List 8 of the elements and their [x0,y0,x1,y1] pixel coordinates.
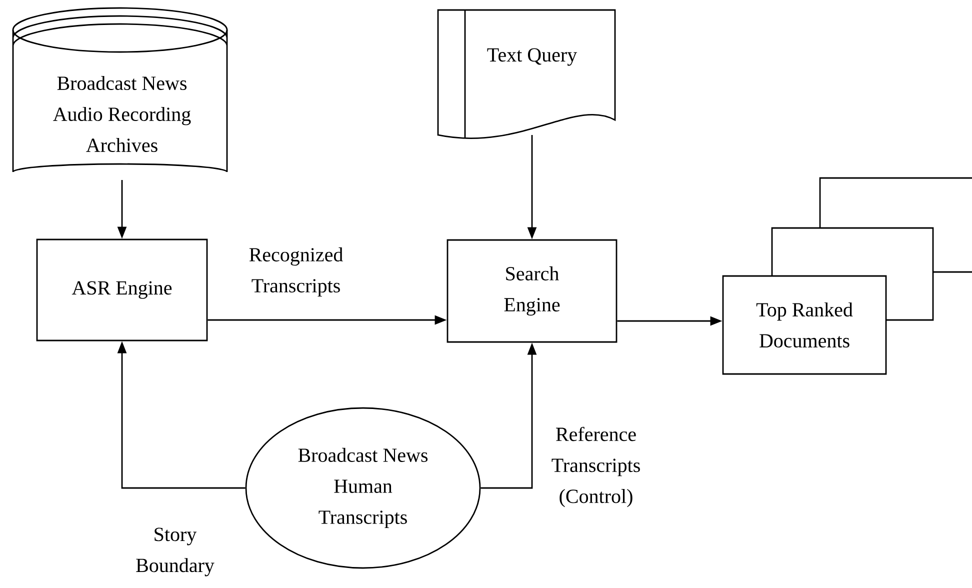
process-box: Search Engine [446,239,618,343]
database-cylinder: Broadcast News Audio Recording Archives [12,7,228,173]
edge-label: Reference Transcripts (Control) [552,426,640,508]
document-stack: Top Ranked Documents [722,177,972,375]
edge-label: Recognized Transcripts [249,247,343,297]
process-box: ASR Engine [36,238,208,342]
node-label: Broadcast News Audio Recording Archives [53,76,191,152]
edge-label: Story Boundary [136,528,214,576]
